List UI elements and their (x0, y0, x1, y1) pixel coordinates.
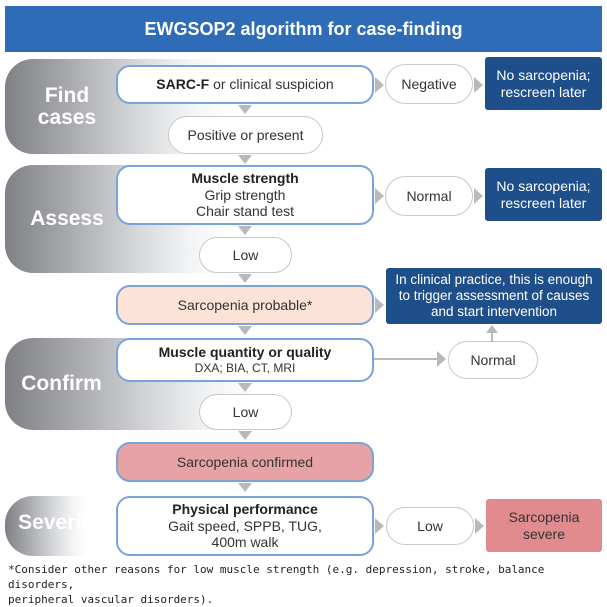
arrow-down-icon (238, 383, 252, 392)
arrow-up-icon (486, 325, 498, 333)
stage-label-confirm: Confirm (21, 372, 102, 395)
arrow-down-icon (238, 155, 252, 164)
gait-speed-text: Gait speed, SPPB, TUG, (168, 517, 322, 534)
physical-performance-box: Physical performance Gait speed, SPPB, T… (116, 496, 374, 556)
arrow-right-icon (375, 188, 384, 204)
arrow-right-icon (375, 77, 384, 93)
no-sarcopenia-box-1: No sarcopenia;rescreen later (485, 57, 602, 110)
arrow-down-icon (238, 483, 252, 492)
rescreen-later-text: rescreen later (500, 194, 587, 211)
low-pill-assess: Low (199, 237, 292, 273)
arrow-down-icon (238, 274, 252, 283)
chair-stand-text: Chair stand test (195, 203, 295, 220)
stage-label-severity: Severity (18, 511, 100, 534)
muscle-strength-box: Muscle strength Grip strength Chair stan… (116, 165, 374, 225)
dxa-text: DXA; BIA, CT, MRI (194, 361, 296, 376)
arrow-right-icon (437, 351, 446, 367)
diagram-title: EWGSOP2 algorithm for case-finding (5, 6, 602, 52)
negative-pill: Negative (385, 64, 473, 104)
clinical-line-1: In clinical practice, this is enough (395, 271, 593, 287)
sarcopenia-probable-box: Sarcopenia probable* (116, 285, 374, 325)
arrow-right-icon (474, 188, 483, 204)
footnote-line-1: *Consider other reasons for low muscle s… (8, 563, 545, 591)
walk-text: 400m walk (211, 534, 279, 551)
normal-pill-assess: Normal (385, 176, 473, 216)
low-pill-confirm: Low (199, 394, 292, 430)
sarc-f-box: SARC-F or clinical suspicion (116, 65, 374, 104)
muscle-quantity-title: Muscle quantity or quality (158, 344, 332, 361)
arrow-down-icon (238, 226, 252, 235)
severe-line-1: Sarcopenia (508, 508, 580, 525)
sarc-f-label: SARC-F (156, 76, 210, 93)
arrow-right-icon (375, 518, 384, 534)
physical-performance-title: Physical performance (172, 500, 318, 517)
clinical-line-3: and start intervention (430, 304, 558, 320)
arrow-down-icon (238, 431, 252, 440)
arrow-right-icon (474, 77, 483, 93)
arrow-right-icon (475, 518, 484, 534)
no-sarcopenia-text: No sarcopenia; (496, 66, 591, 83)
no-sarcopenia-text: No sarcopenia; (496, 177, 591, 194)
stage-severity (5, 496, 115, 556)
muscle-quantity-box: Muscle quantity or quality DXA; BIA, CT,… (116, 338, 374, 382)
stage-label-assess: Assess (30, 207, 104, 230)
sarcopenia-confirmed-box: Sarcopenia confirmed (116, 442, 374, 482)
low-pill-severity: Low (386, 507, 474, 545)
connector-line (491, 332, 493, 342)
rescreen-later-text: rescreen later (500, 83, 587, 100)
grip-strength-text: Grip strength (204, 186, 286, 203)
positive-pill: Positive or present (168, 116, 323, 154)
no-sarcopenia-box-2: No sarcopenia;rescreen later (485, 168, 602, 221)
arrow-right-icon (375, 297, 384, 313)
muscle-strength-title: Muscle strength (191, 169, 299, 186)
clinical-line-2: to trigger assessment of causes (398, 287, 590, 303)
arrow-down-icon (238, 326, 252, 335)
normal-pill-confirm: Normal (448, 341, 538, 379)
connector-line (374, 358, 438, 360)
clinical-suspicion-label: or clinical suspicion (209, 76, 334, 93)
footnote: *Consider other reasons for low muscle s… (8, 562, 603, 607)
severe-line-2: severe (522, 525, 565, 542)
arrow-down-icon (238, 105, 252, 114)
